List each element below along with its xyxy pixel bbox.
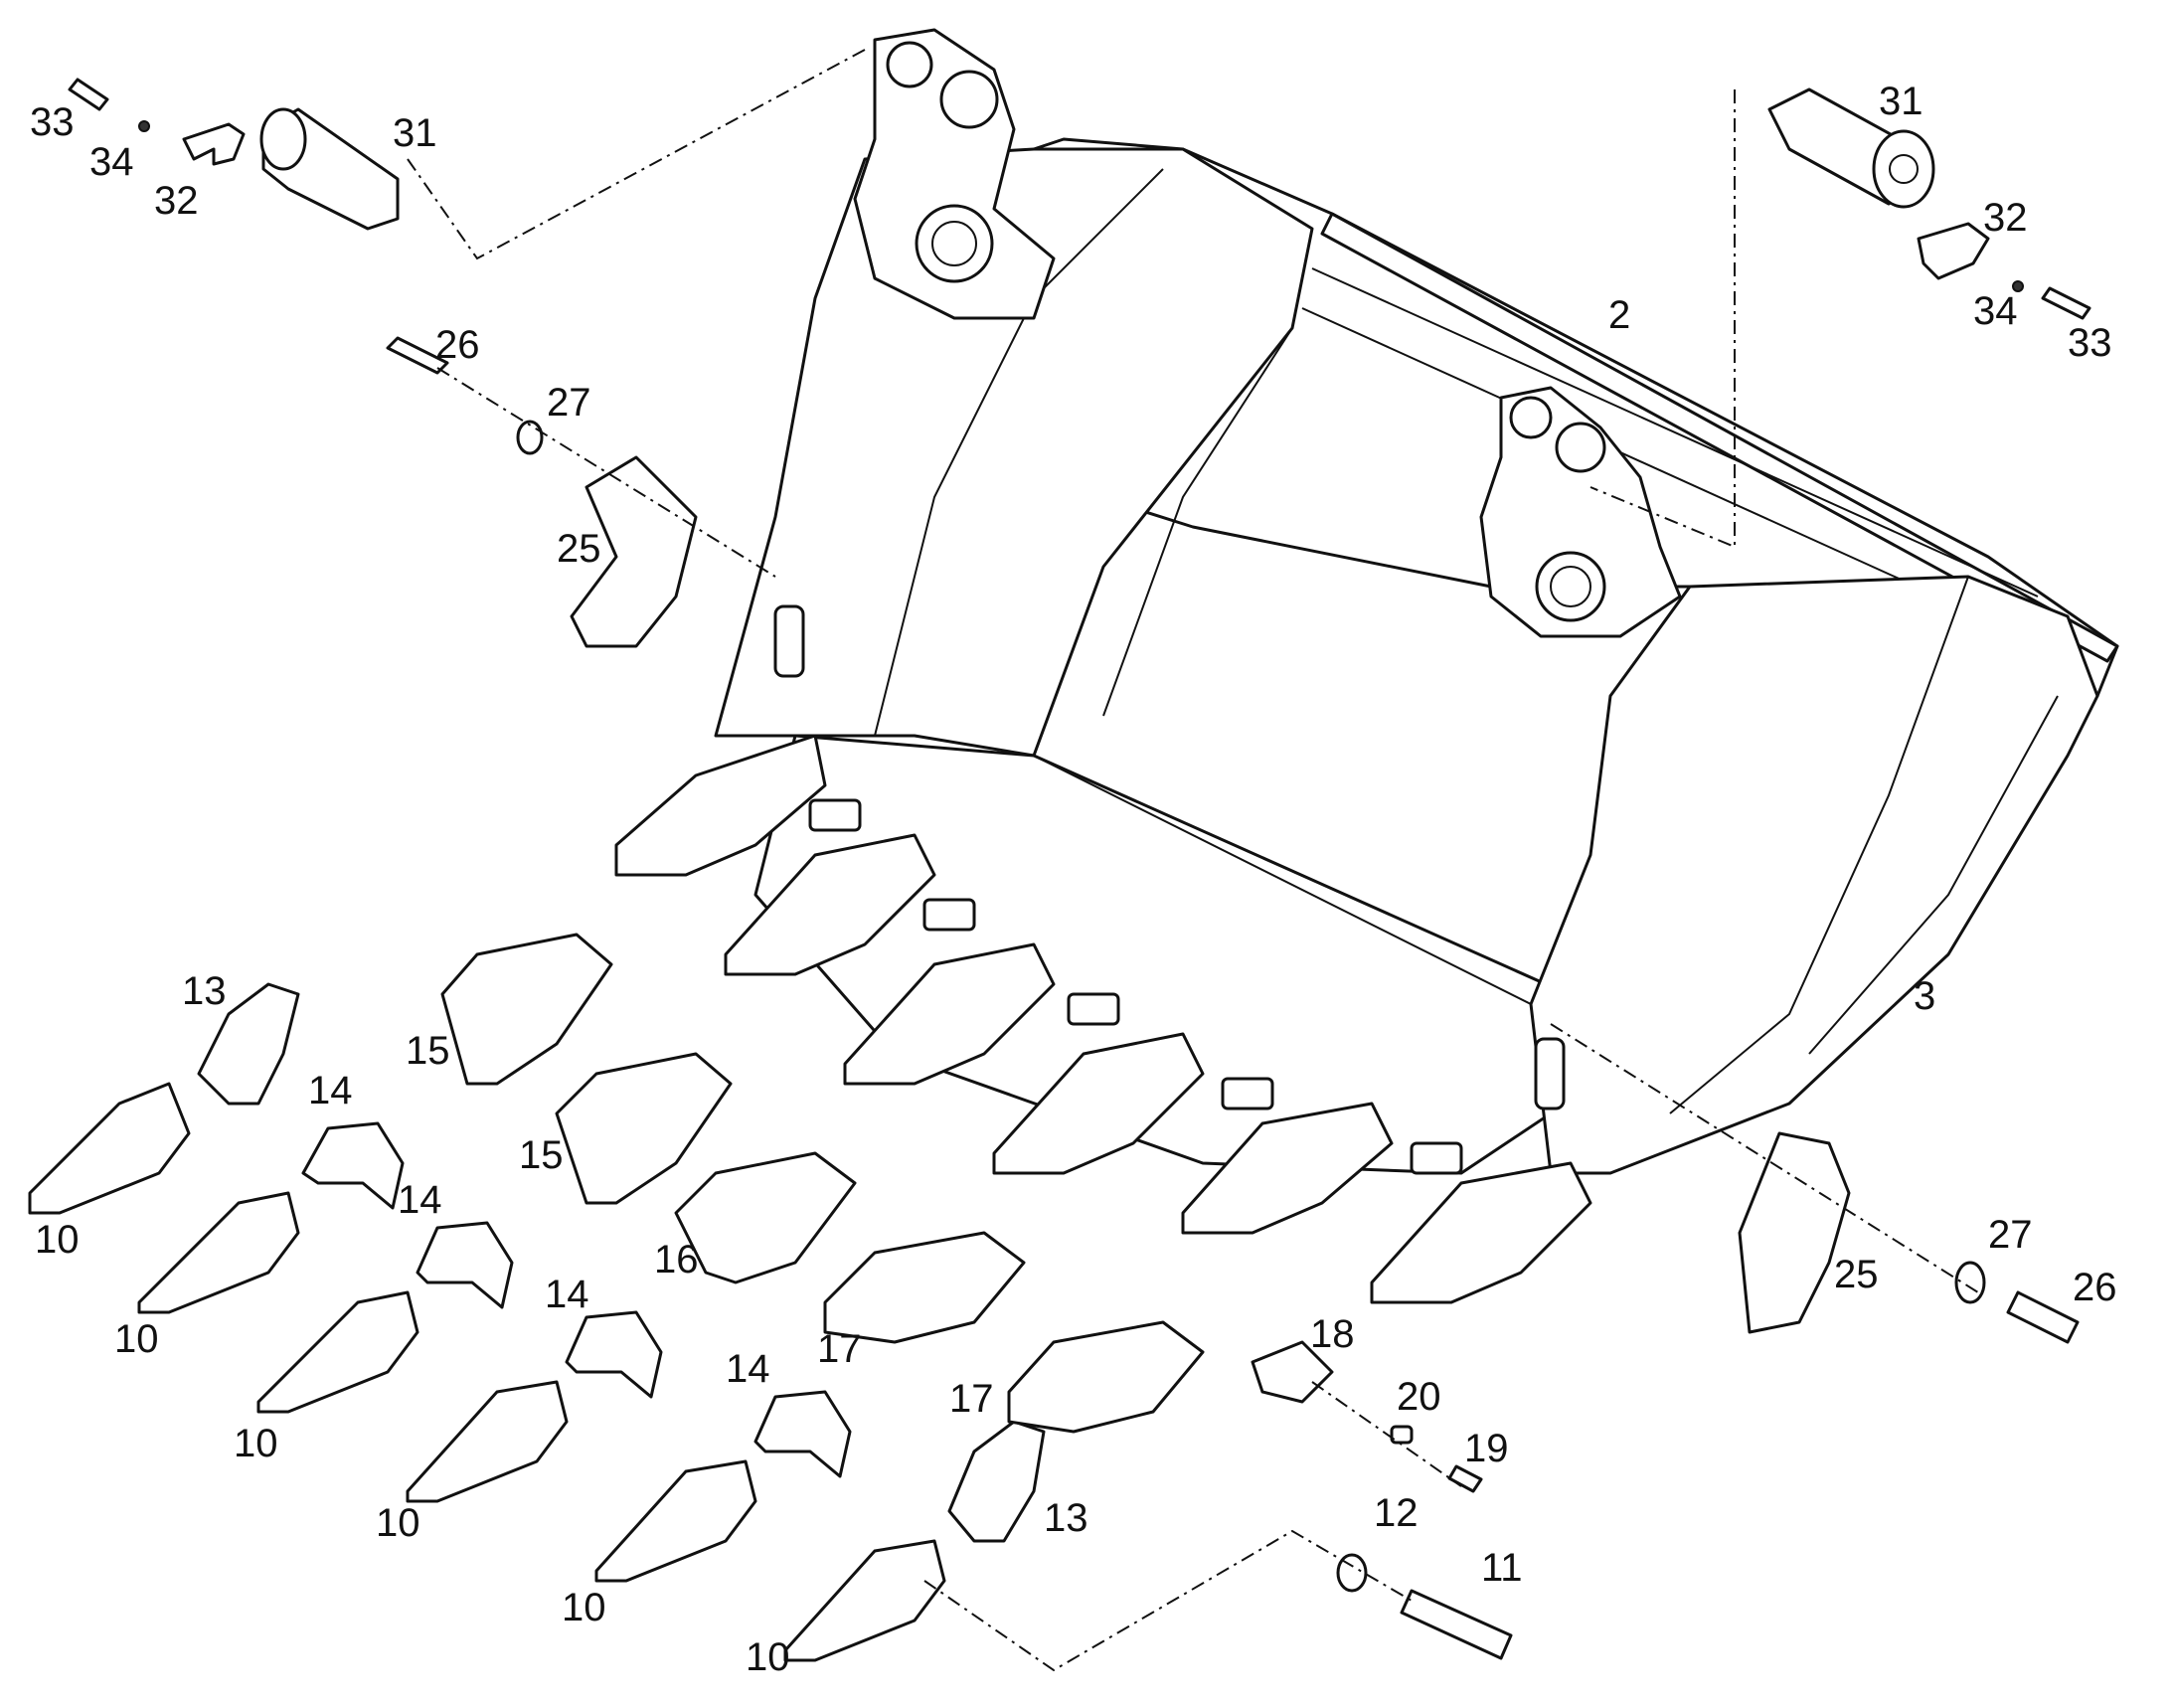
bucket-body xyxy=(714,28,2119,1175)
callout-33-b: 33 xyxy=(2068,321,2112,365)
assembly-lines xyxy=(407,49,1979,1672)
callout-34-a: 34 xyxy=(89,140,134,184)
callout-2: 2 xyxy=(1608,293,1630,337)
callout-16: 16 xyxy=(654,1238,699,1281)
callout-labels: 2 3 10 10 10 10 10 10 11 12 13 13 14 14 … xyxy=(30,80,2117,1679)
hardware-right-top xyxy=(1767,87,2091,320)
callout-32-b: 32 xyxy=(1983,196,2028,240)
callout-13-b: 13 xyxy=(1044,1496,1088,1540)
callout-14-c: 14 xyxy=(545,1273,589,1316)
callout-15-b: 15 xyxy=(519,1133,564,1177)
callout-12: 12 xyxy=(1374,1491,1419,1535)
callout-32-a: 32 xyxy=(154,179,199,223)
callout-10-a: 10 xyxy=(35,1218,80,1262)
callout-17-a: 17 xyxy=(817,1327,862,1371)
callout-33-a: 33 xyxy=(30,100,75,144)
callout-27-a: 27 xyxy=(547,381,591,425)
callout-17-b: 17 xyxy=(949,1377,994,1421)
callout-10-d: 10 xyxy=(376,1501,420,1545)
callout-25-b: 25 xyxy=(1834,1253,1879,1296)
lip-adapters xyxy=(614,734,1592,1304)
callout-18: 18 xyxy=(1310,1312,1355,1356)
callout-14-b: 14 xyxy=(398,1178,442,1222)
callout-13-a: 13 xyxy=(182,969,227,1013)
callout-19: 19 xyxy=(1464,1427,1509,1470)
wear-caps xyxy=(301,1121,852,1478)
callout-31-a: 31 xyxy=(393,111,437,155)
callout-27-b: 27 xyxy=(1988,1213,2033,1257)
callout-11: 11 xyxy=(1481,1546,1523,1590)
callout-10-e: 10 xyxy=(562,1586,606,1629)
hardware-left-top xyxy=(68,78,400,231)
callout-3: 3 xyxy=(1914,974,1935,1018)
callout-15-a: 15 xyxy=(406,1029,450,1073)
callout-20: 20 xyxy=(1397,1375,1441,1419)
callout-31-b: 31 xyxy=(1879,80,1923,123)
callout-25-a: 25 xyxy=(557,527,601,571)
callout-26-b: 26 xyxy=(2073,1266,2117,1309)
callout-10-f: 10 xyxy=(746,1635,790,1679)
callout-14-d: 14 xyxy=(726,1347,770,1391)
shrouds xyxy=(197,933,1205,1543)
callout-10-b: 10 xyxy=(114,1317,159,1361)
callout-34-b: 34 xyxy=(1973,289,2018,333)
teeth-column xyxy=(28,1082,946,1662)
callout-26-a: 26 xyxy=(435,323,480,367)
callout-14-a: 14 xyxy=(308,1069,353,1112)
callout-10-c: 10 xyxy=(234,1422,278,1465)
